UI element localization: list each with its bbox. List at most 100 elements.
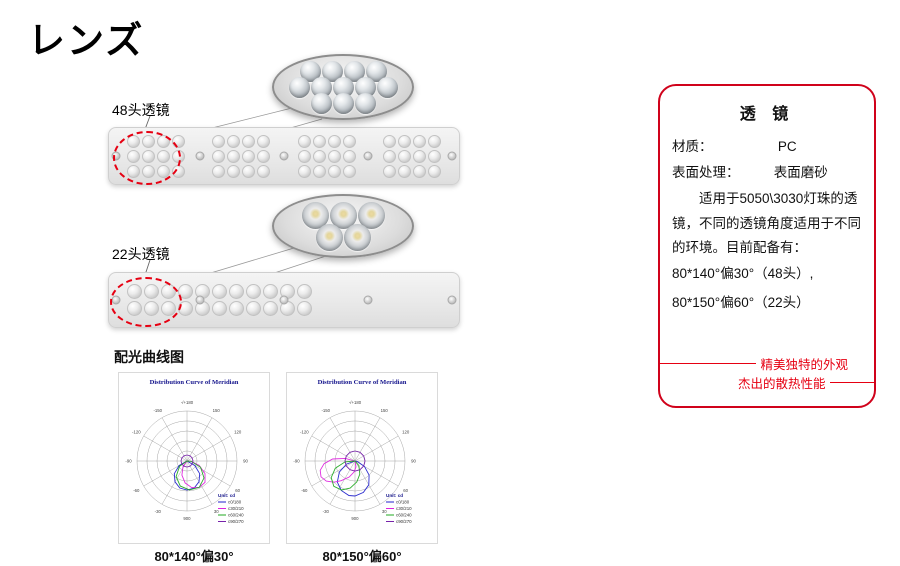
spec-option-1: 80*140°偏30°（48头）, [672, 266, 814, 282]
polar-grid [136, 410, 238, 512]
grid-spoke [354, 435, 399, 462]
spec-footer-line-2: 杰出的散热性能 [660, 373, 874, 392]
lens-dome [365, 60, 387, 82]
spec-surface-label: 表面处理： [672, 164, 740, 180]
module-48-label: 48头透镜 [112, 102, 170, 118]
lens-dot [427, 134, 441, 148]
screw [363, 295, 373, 305]
spec-row-material: 材质： PC [672, 134, 862, 160]
lens-dot [242, 134, 256, 148]
angle-label: -30 [155, 509, 162, 514]
lens-group [212, 134, 271, 178]
lens-dot [212, 284, 227, 299]
lens-dot [382, 149, 396, 163]
legend-unit: Unit: cd [218, 493, 235, 498]
angle-label: 150 [213, 408, 221, 413]
screw [279, 151, 289, 161]
angle-label: 150 [381, 408, 389, 413]
lens-dot [246, 284, 261, 299]
angle-label: -150 [321, 408, 330, 413]
lens-dot [242, 164, 256, 178]
lens-dot [227, 134, 241, 148]
lens-dot [212, 301, 227, 316]
lens-dot [246, 301, 261, 316]
angle-label: 120 [402, 429, 410, 434]
lens-dome [310, 92, 332, 114]
lens-closeup-22 [272, 194, 414, 258]
lens-dome [332, 92, 354, 114]
page-title: レンズ [28, 20, 145, 61]
lens-dot [327, 134, 341, 148]
spec-material-value: PC [777, 139, 797, 154]
series-c60/240 [330, 460, 361, 491]
screw [447, 151, 457, 161]
legend-label: c30/210 [228, 506, 244, 511]
spec-material-label: 材质： [672, 139, 713, 154]
angle-label: 60 [403, 488, 408, 493]
series-c60/240 [175, 460, 205, 491]
angle-label: 120 [234, 429, 242, 434]
lens-dot [397, 134, 411, 148]
lens-dot [312, 164, 326, 178]
lens-dot [427, 164, 441, 178]
lens-dot [412, 149, 426, 163]
footer-text-1: 精美独特的外观 [760, 358, 848, 372]
angle-label: -/+180 [349, 400, 362, 405]
series-c90/270 [180, 454, 194, 468]
lens-dot [297, 164, 311, 178]
lens-dome [332, 76, 354, 98]
lens-dome [321, 60, 343, 82]
spec-footer: 精美独特的外观 杰出的散热性能 [660, 354, 874, 392]
grid-spoke [186, 417, 213, 462]
angle-label: -150 [153, 408, 162, 413]
lens-dot [263, 301, 278, 316]
angle-label: 90 [411, 459, 416, 464]
lens-dome [288, 76, 310, 98]
lens-dot [229, 301, 244, 316]
legend-label: c60/240 [228, 513, 244, 518]
lens-dot [227, 149, 241, 163]
grid-spoke [186, 460, 213, 505]
grid-spoke [311, 435, 356, 462]
screw [363, 151, 373, 161]
radial-max-label: 900 [183, 516, 191, 521]
callout-row [310, 92, 376, 114]
angle-label: -60 [301, 488, 308, 493]
footer-rule-left [660, 363, 757, 364]
lens-dome [343, 60, 365, 82]
lens-dot [229, 284, 244, 299]
lens-dot [212, 134, 226, 148]
angle-label: 30 [214, 509, 219, 514]
lens-dot [263, 284, 278, 299]
radial-max-label: 900 [351, 516, 359, 521]
chart-1-caption: 80*140°偏30° [154, 549, 234, 564]
lens-dot [412, 134, 426, 148]
highlight-ellipse-48 [113, 131, 181, 185]
lens-dome [354, 92, 376, 114]
lens-dot [297, 149, 311, 163]
lens-dot [382, 164, 396, 178]
distribution-chart-1: Distribution Curve of Meridian -/+180 -150… [118, 372, 270, 544]
chart-2-caption: 80*150°偏60° [322, 549, 402, 564]
chart-title: Distribution Curve of Meridian [150, 379, 239, 386]
lens-dot [212, 149, 226, 163]
lens-group [382, 134, 441, 178]
footer-rule-right [829, 382, 874, 383]
series-c90/270 [344, 450, 366, 472]
lens-dome [376, 76, 398, 98]
angle-label: -90 [125, 459, 132, 464]
spec-box-title: 透 镜 [739, 106, 795, 123]
curves-section-title: 配光曲线图 [114, 349, 184, 365]
grid-spoke [329, 417, 356, 462]
legend-label: c90/270 [396, 519, 412, 524]
series-c0/180 [336, 460, 370, 497]
grid-spoke [161, 417, 188, 462]
lens-dome [343, 223, 371, 251]
angle-label: -120 [132, 429, 141, 434]
lens-closeup-48 [272, 54, 414, 120]
lens-dot [312, 134, 326, 148]
highlight-ellipse-22 [110, 277, 182, 327]
angle-label: -/+180 [181, 400, 194, 405]
lens-dot [257, 134, 271, 148]
legend-unit: Unit: cd [386, 493, 403, 498]
